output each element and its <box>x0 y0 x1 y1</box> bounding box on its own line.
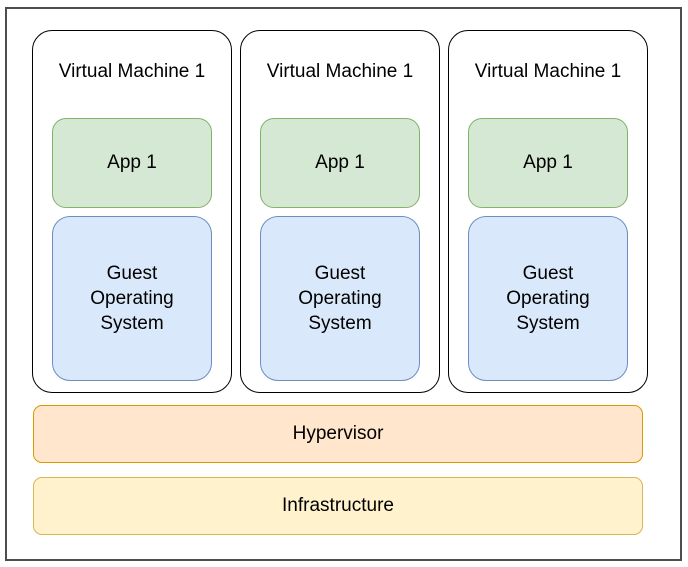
app-box: App 1 <box>468 118 628 208</box>
vm-row: Virtual Machine 1 App 1 Guest Operating … <box>32 30 648 393</box>
guest-os-label: Guest Operating System <box>506 263 590 334</box>
app-box: App 1 <box>52 118 212 208</box>
app-label: App 1 <box>107 152 157 173</box>
hypervisor-layer: Hypervisor <box>33 405 643 463</box>
app-label: App 1 <box>315 152 365 173</box>
guest-os-box: Guest Operating System <box>468 216 628 381</box>
infrastructure-label: Infrastructure <box>282 495 394 516</box>
guest-os-box: Guest Operating System <box>52 216 212 381</box>
vm-title: Virtual Machine 1 <box>266 61 414 82</box>
app-box: App 1 <box>260 118 420 208</box>
vm-title: Virtual Machine 1 <box>474 61 622 82</box>
vm-container-3: Virtual Machine 1 App 1 Guest Operating … <box>448 30 648 393</box>
app-label: App 1 <box>523 152 573 173</box>
hypervisor-label: Hypervisor <box>292 423 384 444</box>
outer-frame: Virtual Machine 1 App 1 Guest Operating … <box>5 7 682 561</box>
vm-container-1: Virtual Machine 1 App 1 Guest Operating … <box>32 30 232 393</box>
guest-os-box: Guest Operating System <box>260 216 420 381</box>
vm-title: Virtual Machine 1 <box>58 61 206 82</box>
guest-os-label: Guest Operating System <box>298 263 382 334</box>
guest-os-label: Guest Operating System <box>90 263 174 334</box>
vm-container-2: Virtual Machine 1 App 1 Guest Operating … <box>240 30 440 393</box>
infrastructure-layer: Infrastructure <box>33 477 643 535</box>
